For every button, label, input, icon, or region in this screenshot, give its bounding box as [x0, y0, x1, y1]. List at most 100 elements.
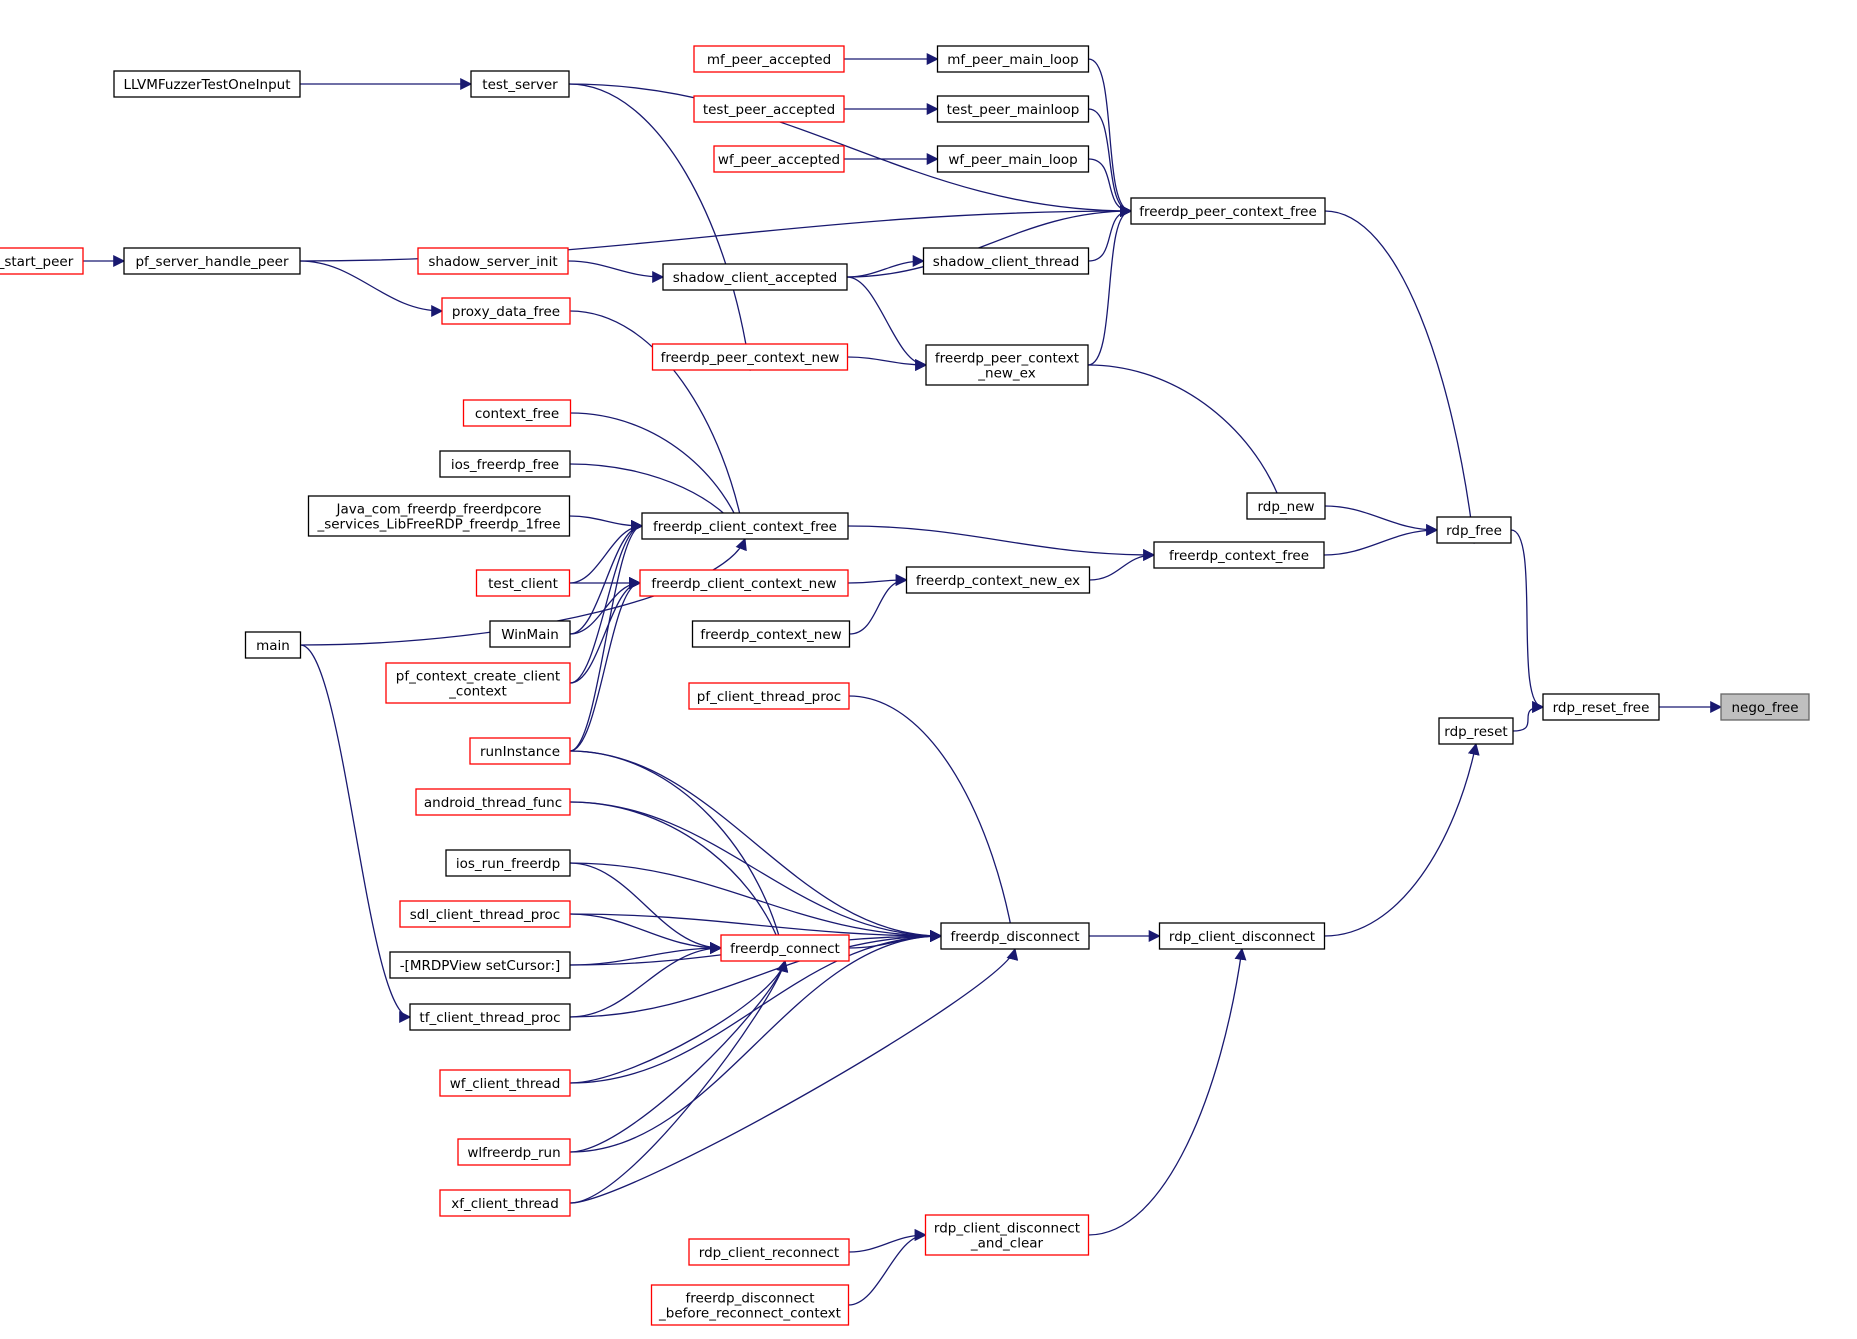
node-label: shadow_server_init [428, 254, 557, 270]
node-xf-client-thread[interactable]: xf_client_thread [439, 1189, 571, 1217]
node-label: wlfreerdp_run [467, 1145, 560, 1161]
edge-rdp_free-to-rdp_reset_free [1510, 529, 1545, 713]
edge-wlfreerdp_run-to-freerdp_connect [569, 959, 789, 1153]
node-wf-peer-main-loop[interactable]: wf_peer_main_loop [936, 145, 1090, 173]
node-proxy-data-free[interactable]: proxy_data_free [441, 297, 571, 325]
node-pf-context-create-client-context[interactable]: pf_context_create_client_context [385, 662, 571, 704]
node-label: mf_peer_main_loop [947, 52, 1078, 68]
node-wlfreerdp-run[interactable]: wlfreerdp_run [457, 1138, 571, 1166]
node-test-peer-accepted[interactable]: test_peer_accepted [693, 95, 845, 123]
edge-wf_client_thread-to-freerdp_connect [569, 959, 789, 1084]
node-freerdp-disconnect-before-reconnect-context[interactable]: freerdp_disconnect_before_reconnect_cont… [650, 1284, 850, 1326]
node-mf-peer-main-loop[interactable]: mf_peer_main_loop [936, 45, 1090, 73]
edge-wf_peer_main_loop-to-freerdp_peer_context_free [1088, 158, 1133, 217]
node-freerdp-peer-context-new-ex[interactable]: freerdp_peer_context_new_ex [925, 344, 1089, 386]
node-test-server[interactable]: test_server [470, 70, 570, 98]
node-shadow-client-thread[interactable]: shadow_client_thread [922, 247, 1090, 275]
node-mrdpview-setcursor[interactable]: -[MRDPView setCursor:] [389, 951, 571, 979]
node-freerdp-client-context-new[interactable]: freerdp_client_context_new [639, 569, 849, 597]
node-freerdp-client-context-free[interactable]: freerdp_client_context_free [641, 512, 849, 540]
node-freerdp-context-free[interactable]: freerdp_context_free [1153, 541, 1325, 569]
edge-shadow_client_accepted-to-shadow_client_thread [846, 255, 925, 278]
node-freerdp-context-new[interactable]: freerdp_context_new [691, 620, 851, 648]
edge-sdl_client_thread_proc-to-freerdp_connect [569, 913, 723, 954]
node-android-thread-func[interactable]: android_thread_func [415, 788, 571, 816]
node-label: rdp_reset_free [1553, 700, 1650, 716]
edge-test_server-to-freerdp_peer_context_free [568, 83, 1133, 217]
node-label: _new_ex [977, 366, 1035, 382]
edge-freerdp_peer_context_free-to-rdp_free [1324, 210, 1479, 545]
node-freerdp-disconnect[interactable]: freerdp_disconnect [940, 922, 1090, 950]
node-label: android_thread_func [424, 795, 562, 811]
node-sdl-client-thread-proc[interactable]: sdl_client_thread_proc [399, 900, 571, 928]
node-rdp-reset[interactable]: rdp_reset [1438, 717, 1514, 745]
edge-freerdp_peer_context_new_ex-to-freerdp_peer_context_free [1087, 205, 1133, 366]
node-tf-client-thread-proc[interactable]: tf_client_thread_proc [409, 1003, 571, 1031]
node-label: -[MRDPView setCursor:] [400, 958, 561, 974]
edge-freerdp_peer_context_new-to-freerdp_peer_context_new_ex [847, 356, 928, 371]
node-label: shadow_client_accepted [673, 270, 837, 286]
node-label: freerdp_context_new_ex [916, 573, 1080, 589]
node-context-free[interactable]: context_free [462, 399, 572, 427]
node-label: _before_reconnect_context [658, 1306, 841, 1322]
node-label: rdp_free [1446, 523, 1502, 539]
edge-proxy_data_free-to-freerdp_client_context_free [569, 310, 750, 541]
edge-tf_client_thread_proc-to-freerdp_connect [569, 942, 723, 1018]
edge-pf_context_create_client_context-to-freerdp_client_context_free [569, 520, 644, 684]
node-label: pf_client_thread_proc [697, 689, 841, 705]
node-label: _services_LibFreeRDP_freerdp_1free [316, 517, 560, 533]
node-label: proxy_data_free [452, 304, 560, 320]
edge-shadow_client_thread-to-freerdp_peer_context_free [1088, 205, 1133, 262]
node-pf-client-thread-proc[interactable]: pf_client_thread_proc [688, 682, 850, 710]
node-mf-peer-accepted[interactable]: mf_peer_accepted [693, 45, 845, 73]
edge-pf_server_handle_peer-to-proxy_data_free [299, 260, 444, 317]
node-shadow-client-accepted[interactable]: shadow_client_accepted [662, 263, 848, 291]
node-freerdp-peer-context-free[interactable]: freerdp_peer_context_free [1130, 197, 1326, 225]
edge-runInstance-to-freerdp_connect [569, 750, 789, 963]
node-rdp-reset-free[interactable]: rdp_reset_free [1542, 693, 1660, 721]
node-label: pf_server_handle_peer [135, 254, 288, 270]
node-pf-server-start-peer[interactable]: pf_server_start_peer [0, 247, 84, 275]
edge-wf_client_thread-to-freerdp_disconnect [569, 930, 943, 1084]
node-pf-server-handle-peer[interactable]: pf_server_handle_peer [123, 247, 301, 275]
node-label: WinMain [501, 627, 559, 643]
node-WinMain[interactable]: WinMain [489, 620, 571, 648]
node-rdp-client-disconnect[interactable]: rdp_client_disconnect [1158, 922, 1326, 950]
node-label: freerdp_client_context_free [653, 519, 837, 535]
edge-test_client-to-freerdp_client_context_free [569, 520, 644, 584]
node-rdp-client-reconnect[interactable]: rdp_client_reconnect [688, 1238, 850, 1266]
node-LLVMFuzzerTestOneInput[interactable]: LLVMFuzzerTestOneInput [113, 70, 301, 98]
node-label: freerdp_context_new [700, 627, 841, 643]
node-freerdp-context-new-ex[interactable]: freerdp_context_new_ex [905, 566, 1091, 594]
node-label: runInstance [480, 744, 560, 760]
node-ios-run-freerdp[interactable]: ios_run_freerdp [445, 849, 571, 877]
node-ios-freerdp-free[interactable]: ios_freerdp_free [439, 450, 571, 478]
edge-rdp_client_disconnect-to-rdp_reset [1324, 742, 1480, 937]
edge-sdl_client_thread_proc-to-freerdp_disconnect [569, 913, 943, 942]
node-rdp-client-disconnect-and-clear[interactable]: rdp_client_disconnect_and_clear [924, 1214, 1090, 1256]
node-label: rdp_client_disconnect [1169, 929, 1315, 945]
node-label: sdl_client_thread_proc [410, 907, 560, 923]
node-java-free[interactable]: Java_com_freerdp_freerdpcore_services_Li… [307, 495, 571, 537]
edge-runInstance-to-freerdp_client_context_new [569, 577, 642, 752]
node-freerdp-peer-context-new[interactable]: freerdp_peer_context_new [651, 343, 849, 371]
node-shadow-server-init[interactable]: shadow_server_init [417, 247, 569, 275]
edge-java_free-to-freerdp_client_context_free [569, 515, 644, 532]
node-label: freerdp_disconnect [686, 1291, 815, 1307]
node-label: nego_free [1731, 700, 1798, 716]
edge-rdp_reset-to-rdp_reset_free [1512, 701, 1545, 732]
edge-tf_client_thread_proc-to-freerdp_disconnect [569, 930, 943, 1018]
node-label: LLVMFuzzerTestOneInput [123, 77, 290, 93]
node-test-peer-mainloop[interactable]: test_peer_mainloop [936, 95, 1090, 123]
node-runInstance[interactable]: runInstance [469, 737, 571, 765]
node-wf-client-thread[interactable]: wf_client_thread [439, 1069, 571, 1097]
node-test-client[interactable]: test_client [475, 569, 571, 597]
node-rdp-free[interactable]: rdp_free [1436, 516, 1512, 544]
node-label: xf_client_thread [451, 1196, 559, 1212]
node-freerdp-connect[interactable]: freerdp_connect [720, 934, 850, 962]
node-label: rdp_client_disconnect [934, 1221, 1080, 1237]
node-label: wf_client_thread [450, 1076, 561, 1092]
node-rdp-new[interactable]: rdp_new [1246, 492, 1326, 520]
node-wf-peer-accepted[interactable]: wf_peer_accepted [713, 145, 845, 173]
node-main[interactable]: main [244, 631, 302, 659]
